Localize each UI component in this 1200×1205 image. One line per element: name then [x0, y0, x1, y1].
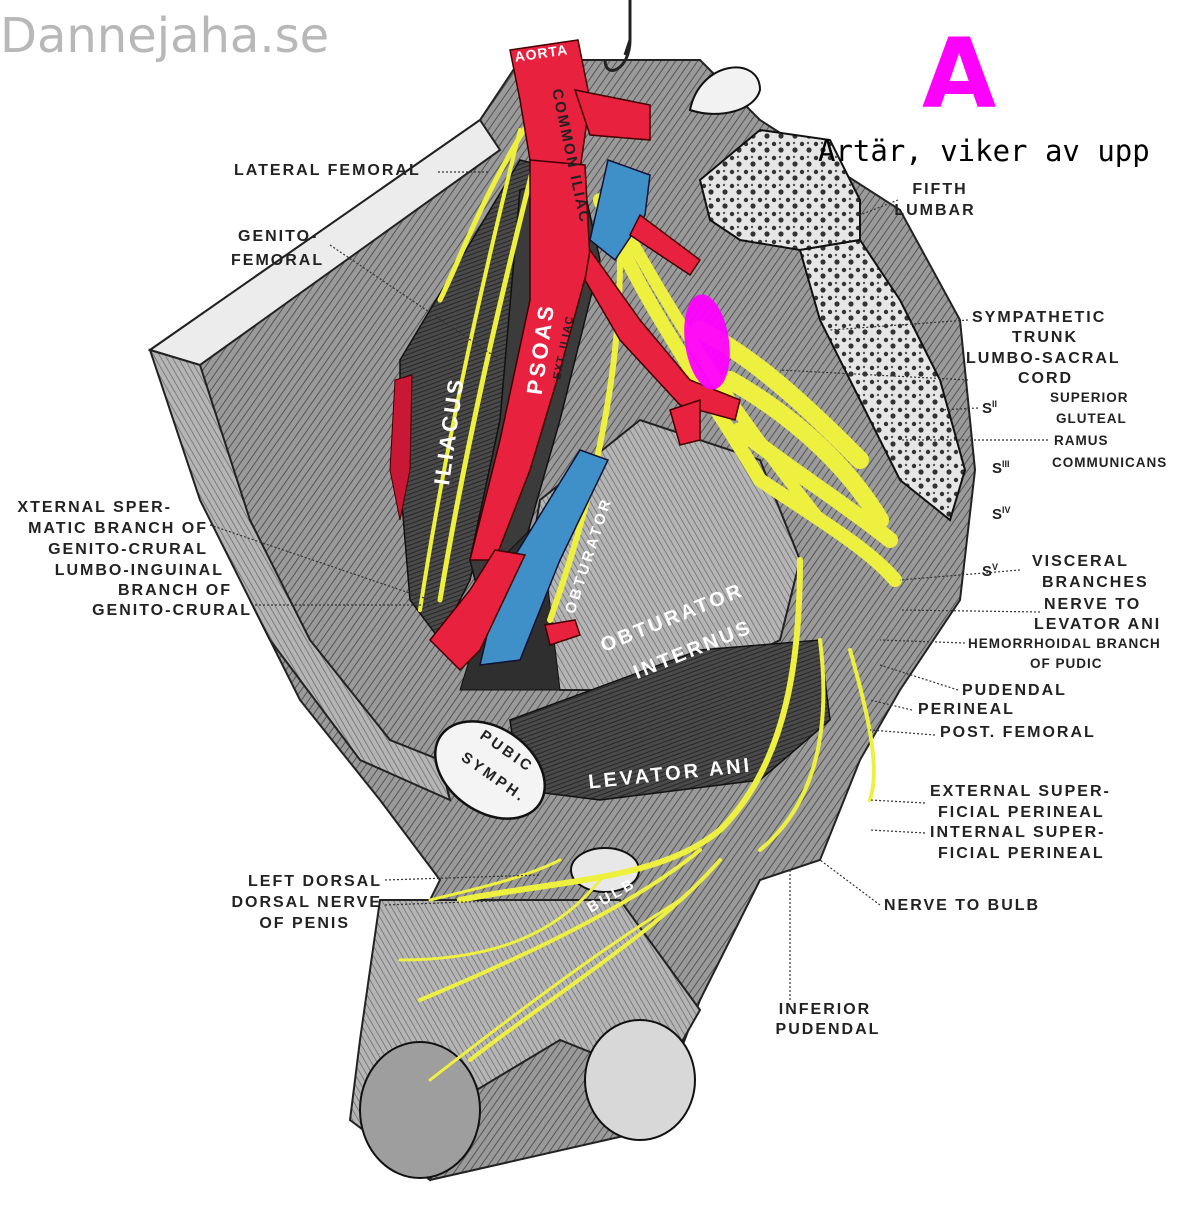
- label-lumbo-inguinal-2: BRANCH OF: [118, 582, 232, 599]
- glans-left: [359, 1041, 481, 1179]
- label-ramus-2: COMMUNICANS: [1052, 455, 1168, 470]
- label-s2-sup: II: [992, 399, 998, 409]
- label-hemorrhoidal-2: OF PUDIC: [1030, 656, 1103, 671]
- label-lumbo-sacral-2: CORD: [1018, 370, 1074, 387]
- label-external-spermatic-3: GENITO-CRURAL: [48, 541, 208, 558]
- veins: [479, 159, 651, 666]
- label-inferior-pudendal-1: INFERIOR: [778, 1001, 872, 1018]
- label-superior-gluteal-2: GLUTEAL: [1056, 411, 1127, 426]
- label-lateral-femoral: LATERAL FEMORAL: [234, 162, 421, 179]
- label-inferior-pudendal-2: PUDENDAL: [775, 1021, 881, 1038]
- label-sympathetic-1: SYMPATHETIC: [972, 309, 1107, 326]
- label-left-dorsal-1: LEFT DORSAL: [248, 873, 382, 890]
- label-ext-superficial-1: EXTERNAL SUPER-: [930, 783, 1111, 800]
- aorta-branch: [573, 89, 651, 141]
- marker-caption: Artär, viker av upp: [818, 134, 1150, 168]
- label-external-spermatic-1: XTERNAL SPER-: [17, 499, 172, 516]
- leader-lines: [209, 171, 1048, 1000]
- aorta-label: AORTA: [514, 41, 569, 64]
- label-fifth-lumbar-1: FIFTH: [912, 181, 968, 198]
- upper-bone-loop: [688, 66, 762, 115]
- common-iliac-artery: [469, 159, 591, 561]
- label-fifth-lumbar-2: LUMBAR: [894, 202, 976, 219]
- label-lumbo-sacral-1: LUMBO-SACRAL: [966, 350, 1121, 367]
- label-pudendal: PUDENDAL: [962, 682, 1067, 699]
- label-nerve-to-bulb: NERVE TO BULB: [884, 897, 1041, 914]
- label-genito-femoral-2: FEMORAL: [231, 252, 325, 269]
- label-s3-sup: III: [1002, 459, 1010, 469]
- label-left-dorsal-2: DORSAL NERVE: [231, 894, 382, 911]
- label-s3: SIII: [992, 459, 1010, 477]
- arteries: [389, 39, 741, 672]
- glans-right: [584, 1019, 696, 1141]
- obturator-artery-stub: [544, 619, 581, 646]
- label-sympathetic-2: TRUNK: [1012, 329, 1078, 346]
- internal-iliac-artery: [584, 248, 741, 421]
- pudendal-nerve: [457, 557, 803, 903]
- lateral-femoral-nerve: [437, 117, 533, 303]
- label-s2: SII: [982, 399, 998, 417]
- label-levator-nerve-1: NERVE TO: [1044, 596, 1142, 613]
- label-s5-main: S: [982, 563, 993, 580]
- highlight-marker: [684, 294, 730, 390]
- label-s4-sup: IV: [1002, 505, 1011, 515]
- label-ramus-1: RAMUS: [1054, 433, 1109, 448]
- site-watermark: Dannejaha.se: [0, 8, 330, 64]
- label-s2-main: S: [982, 400, 993, 417]
- label-s3-main: S: [992, 460, 1003, 477]
- label-post-femoral: POST. FEMORAL: [940, 724, 1096, 741]
- pubic-symphysis: [434, 720, 546, 820]
- label-s4-main: S: [992, 506, 1003, 523]
- label-genito-femoral-1: GENITO-: [238, 228, 319, 245]
- genito-femoral-nerve: [437, 137, 543, 603]
- label-hemorrhoidal-1: HEMORRHOIDAL BRANCH: [968, 636, 1161, 651]
- sacrum: [798, 238, 967, 522]
- label-s4: SIV: [992, 505, 1011, 523]
- retractor-hook: [603, 0, 632, 72]
- label-ext-superficial-2: FICIAL PERINEAL: [938, 804, 1105, 821]
- label-int-superficial-2: FICIAL PERINEAL: [938, 845, 1105, 862]
- label-superior-gluteal-1: SUPERIOR: [1050, 390, 1129, 405]
- external-iliac-artery: [428, 549, 527, 672]
- label-external-spermatic-2: MATIC BRANCH OF: [28, 520, 208, 537]
- label-left-dorsal-3: OF PENIS: [259, 915, 350, 932]
- label-visceral-1: VISCERAL: [1032, 553, 1129, 570]
- label-perineal: PERINEAL: [918, 701, 1015, 718]
- label-lumbo-inguinal-1: LUMBO-INGUINAL: [54, 562, 224, 579]
- label-s5: SV: [982, 562, 999, 580]
- label-s5-sup: V: [992, 562, 999, 572]
- label-lumbo-inguinal-3: GENITO-CRURAL: [92, 602, 252, 619]
- label-int-superficial-1: INTERNAL SUPER-: [930, 824, 1106, 841]
- common-iliac-vein: [589, 159, 651, 262]
- label-visceral-2: BRANCHES: [1042, 574, 1149, 591]
- marker-letter: A: [922, 18, 997, 130]
- label-levator-nerve-2: LEVATOR ANI: [1034, 616, 1162, 633]
